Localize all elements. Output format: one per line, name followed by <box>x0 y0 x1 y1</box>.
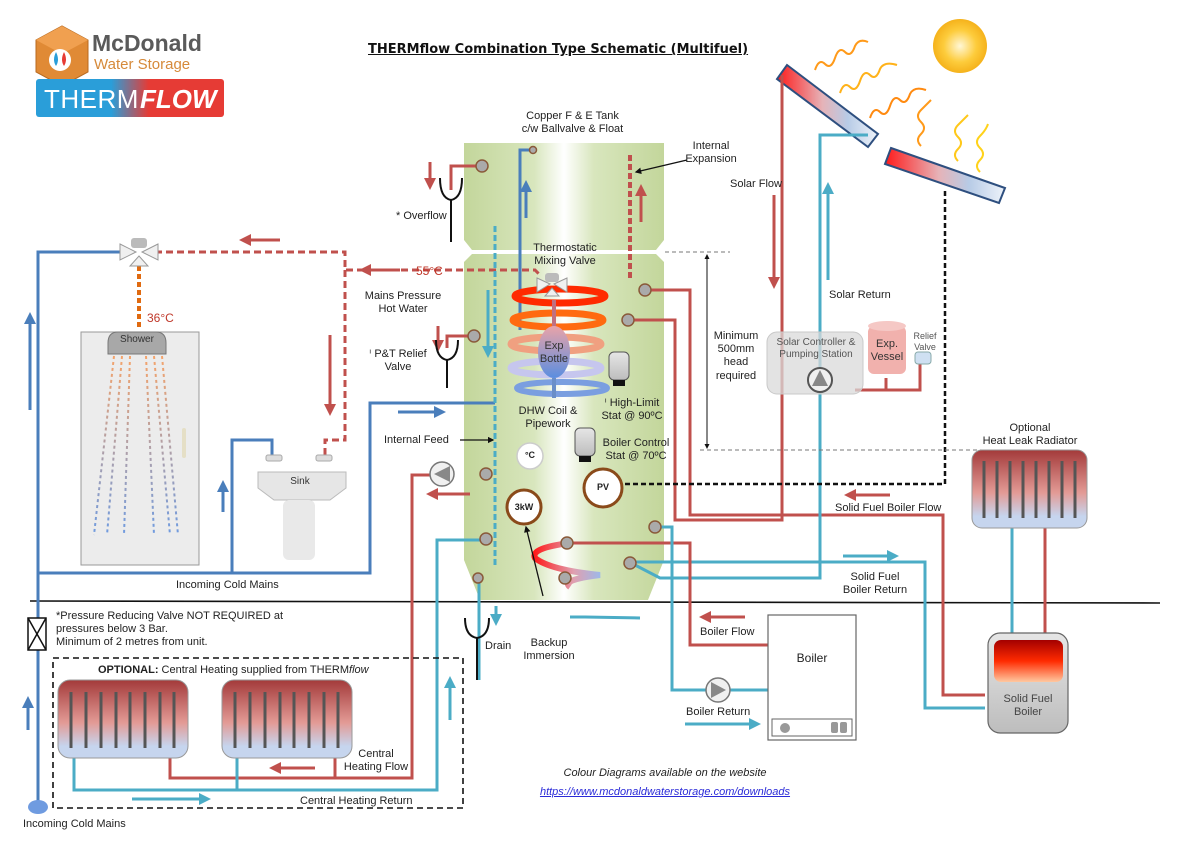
sun-icon <box>933 19 987 73</box>
label-shower: Shower <box>120 334 154 345</box>
footer-note: Colour Diagrams available on the website <box>563 767 767 779</box>
label-solar-return: Solar Return <box>829 289 891 301</box>
downloads-link[interactable]: https://www.mcdonaldwaterstorage.com/dow… <box>539 786 791 798</box>
label-internal-feed: Internal Feed <box>384 434 449 446</box>
pv-valve-icon <box>582 467 624 509</box>
label-optional-central-heating: OPTIONAL: Central Heating supplied from … <box>98 664 369 677</box>
exp-bottle-icon <box>538 300 570 398</box>
label-solid-fuel-boiler-flow: Solid Fuel Boiler Flow <box>835 502 942 514</box>
low-coil-icon <box>531 540 601 590</box>
label-prv-note: *Pressure Reducing Valve NOT REQUIRED at… <box>56 610 284 649</box>
logo-product-flow: FLOW <box>140 84 217 114</box>
backup-immersion-pointer <box>524 525 544 597</box>
label-temp-36: 36°C <box>147 311 174 325</box>
drain-tundish-icon <box>464 617 490 640</box>
label-boiler: Boiler <box>796 651 828 665</box>
sink-icon <box>257 454 347 560</box>
cold-mains-inlet-icon <box>28 800 48 814</box>
label-drain: Drain <box>485 640 512 652</box>
label-internal-expansion: Internal Expansion <box>685 140 737 166</box>
pv-control-wire <box>625 188 1000 486</box>
tmv-shower-icon <box>119 238 159 267</box>
label-optional-text: Central Heating supplied from THERM <box>158 664 350 676</box>
ch-pump-icon <box>429 461 455 487</box>
label-relief-valve: Relief Valve <box>913 331 937 352</box>
label-boiler-return: Boiler Return <box>686 706 751 718</box>
label-optional-bold: OPTIONAL: <box>98 664 159 676</box>
optional-central-heating-box <box>52 657 464 809</box>
heat-leak-radiator <box>971 449 1088 529</box>
pipework <box>36 75 1047 810</box>
label-dhw-coil: DHW Coil & Pipework <box>518 405 578 431</box>
label-copper-tank: Copper F & E Tank c/w Ballvalve & Float <box>521 110 624 136</box>
solid-fuel-boiler-unit <box>987 632 1069 734</box>
ch-radiator-2 <box>221 679 353 759</box>
immersion-heater-icon <box>505 488 543 526</box>
label-optional-italic: flow <box>349 664 369 676</box>
thermometer-icon <box>516 442 544 470</box>
label-backup-immersion: Backup Immersion <box>523 637 575 663</box>
pressure-reducing-valve-icon <box>27 617 47 651</box>
label-thermometer: °C <box>524 450 536 460</box>
solar-controller-station <box>766 331 864 395</box>
internal-expansion-pointer <box>634 159 688 174</box>
label-solid-fuel-boiler-return: Solid Fuel Boiler Return <box>842 571 908 597</box>
shower-head-icon <box>107 331 167 355</box>
label-pv: PV <box>596 482 609 492</box>
label-solar-controller: Solar Controller & Pumping Station <box>776 337 856 360</box>
label-sink: Sink <box>290 476 310 487</box>
label-immersion-3kw: 3kW <box>514 502 534 512</box>
label-boiler-control-stat: Boiler Control Stat @ 70ºC <box>602 437 670 463</box>
label-central-heating-flow: Central Heating Flow <box>343 748 409 774</box>
label-minimum-head: Minimum 500mm head required <box>713 330 759 382</box>
thermflow-logo-banner <box>36 79 224 117</box>
flow-arrows <box>22 162 899 805</box>
label-optional-heat-leak-radiator: Optional Heat Leak Radiator <box>982 422 1078 448</box>
boiler-unit <box>767 614 857 741</box>
ch-radiator-1 <box>57 679 189 759</box>
label-mains-pressure-hot-water: Mains Pressure Hot Water <box>364 290 442 316</box>
logo-brand-name: McDonald <box>92 30 202 56</box>
label-solar-flow: Solar Flow <box>730 178 782 190</box>
shower-spray-icon <box>93 355 179 536</box>
tmv-cylinder-icon <box>536 273 568 297</box>
heat-waves-icon <box>814 39 989 173</box>
label-pt-relief-valve: ⁱ P&T Relief Valve <box>369 348 427 374</box>
page-title: THERMflow Combination Type Schematic (Mu… <box>368 42 749 57</box>
label-exp-bottle: Exp Bottle <box>539 340 569 366</box>
logo-brand-subtitle: Water Storage <box>94 56 191 73</box>
label-overflow: * Overflow <box>396 210 447 222</box>
high-limit-stat-icon <box>608 351 630 386</box>
floor-line <box>29 600 1161 604</box>
logo-cube-icon <box>35 25 89 87</box>
expansion-vessel-icon <box>868 321 906 374</box>
label-boiler-flow: Boiler Flow <box>700 626 755 638</box>
label-central-heating-return: Central Heating Return <box>300 795 413 807</box>
solar-panel-2 <box>883 146 1007 205</box>
shower-cubicle <box>80 331 200 566</box>
label-thermostatic-mixing-valve: Thermostatic Mixing Valve <box>533 242 597 268</box>
label-high-limit-stat: ⁱ High-Limit Stat @ 90ºC <box>601 397 663 423</box>
solar-panel-1 <box>775 63 880 149</box>
relief-valve-icon <box>914 351 932 365</box>
boiler-pump-icon <box>705 677 731 703</box>
label-exp-vessel: Exp. Vessel <box>870 338 904 364</box>
label-incoming-cold-mains-bottom: Incoming Cold Mains <box>23 818 126 830</box>
label-incoming-cold-mains-top: Incoming Cold Mains <box>176 579 279 591</box>
label-temp-55: 55°C <box>416 264 443 278</box>
label-solid-fuel-boiler: Solid Fuel Boiler <box>1003 693 1053 719</box>
boiler-control-stat-icon <box>574 427 596 462</box>
logo-product-therm: THERM <box>44 84 139 114</box>
tank-connections <box>467 145 662 585</box>
